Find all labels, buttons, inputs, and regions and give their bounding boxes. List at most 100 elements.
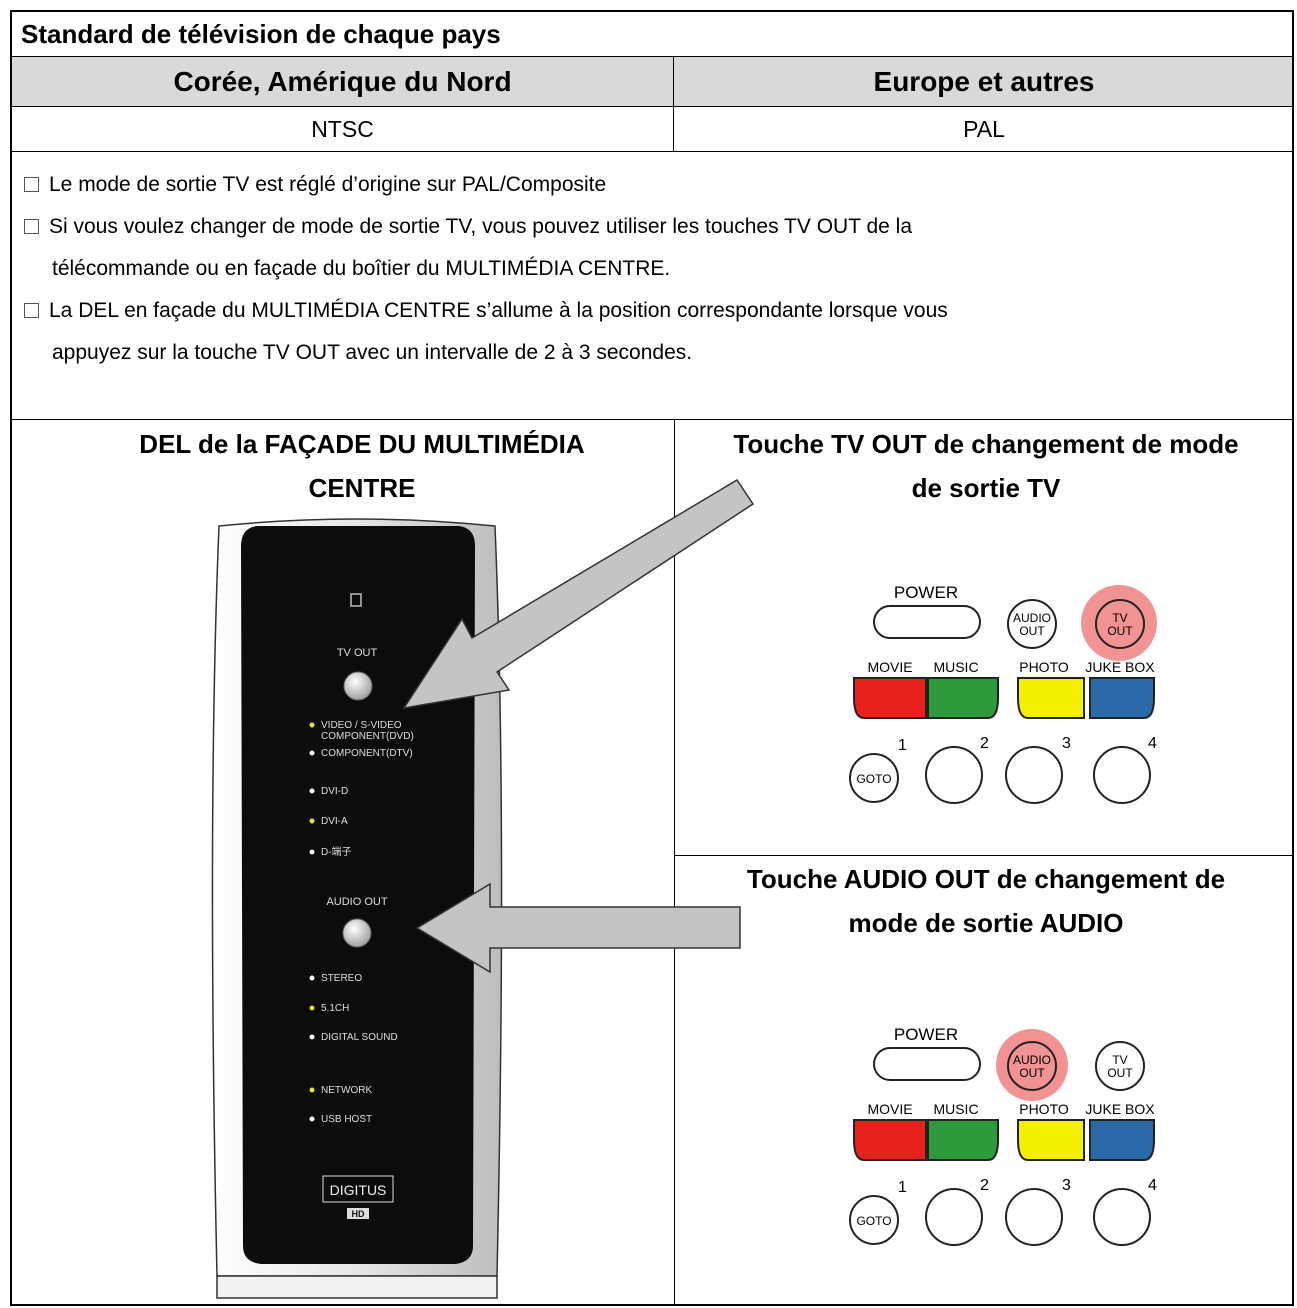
number-button[interactable]	[925, 1188, 983, 1246]
value-pal: PAL	[963, 116, 1005, 142]
power-button[interactable]	[873, 1047, 981, 1081]
diagram-section: DEL de la FAÇADE DU MULTIMÉDIA CENTRE To…	[12, 420, 1294, 1306]
led-label: DVI-A	[321, 816, 348, 827]
led-label: COMPONENT(DTV)	[321, 748, 413, 759]
svg-text:PHOTO: PHOTO	[1019, 659, 1069, 675]
tv-out-panel-button[interactable]	[343, 671, 373, 701]
svg-text:TV: TV	[1112, 1053, 1127, 1067]
tv-out-arrow-icon	[402, 478, 755, 710]
svg-text:4: 4	[1148, 735, 1157, 752]
svg-text:1: 1	[898, 737, 907, 754]
juke-box-button[interactable]	[1089, 677, 1155, 719]
table-title: Standard de télévision de chaque pays	[12, 12, 1292, 57]
led-label: DVI-D	[321, 786, 348, 797]
note-text-continued: appuyez sur la touche TV OUT avec un int…	[52, 341, 693, 364]
header-europe-others: Europe et autres	[873, 66, 1095, 97]
svg-text:OUT: OUT	[1019, 624, 1045, 638]
checkbox-bullet-icon	[24, 219, 39, 234]
checkbox-bullet-icon	[24, 177, 39, 192]
table-header-row: Corée, Amérique du Nord Europe et autres	[12, 57, 1292, 107]
svg-text:PHOTO: PHOTO	[1019, 1101, 1069, 1117]
audio-out-button[interactable]	[1007, 599, 1057, 649]
note-item: Le mode de sortie TV est réglé d’origine…	[24, 164, 1280, 206]
tv-out-button[interactable]	[1095, 1041, 1145, 1091]
note-text-continued: télécommande ou en façade du boîtier du …	[52, 257, 671, 280]
remote-control-tv-out: POWER AUDIO OUT TV OUT MOVIE MUSIC PHOTO…	[849, 583, 1157, 804]
number-button[interactable]	[1093, 1188, 1151, 1246]
remote-control-audio-out: POWER AUDIO OUT TV OUT MOVIE MUSIC PHOTO…	[849, 1025, 1157, 1246]
header-korea-north-america: Corée, Amérique du Nord	[12, 57, 674, 106]
table-value-row: NTSC PAL	[12, 107, 1292, 152]
note-text: Si vous voulez changer de mode de sortie…	[49, 215, 913, 238]
column-divider	[674, 420, 675, 1306]
svg-text:2: 2	[980, 1177, 989, 1194]
juke-box-button[interactable]	[1089, 1119, 1155, 1161]
audio-out-arrow-icon	[415, 882, 741, 974]
row-divider	[674, 855, 1294, 856]
svg-text:MUSIC: MUSIC	[933, 659, 978, 675]
notes-section: Le mode de sortie TV est réglé d’origine…	[12, 152, 1292, 420]
pointer-arrows	[402, 478, 755, 974]
svg-text:OUT: OUT	[1107, 1066, 1133, 1080]
audio-out-panel-button[interactable]	[342, 918, 372, 948]
svg-text:POWER: POWER	[894, 583, 958, 602]
svg-text:TV: TV	[1112, 611, 1127, 625]
note-text: Le mode de sortie TV est réglé d’origine…	[49, 173, 607, 196]
power-button[interactable]	[873, 605, 981, 639]
note-item: Si vous voulez changer de mode de sortie…	[24, 206, 1280, 290]
tv-out-key-heading: Touche TV OUT de changement de mode de s…	[733, 429, 1239, 503]
svg-text:AUDIO: AUDIO	[1013, 611, 1051, 625]
tv-out-panel-label: TV OUT	[337, 647, 378, 659]
svg-text:2: 2	[980, 735, 989, 752]
led-label: DIGITAL SOUND	[321, 1032, 398, 1043]
audio-out-key-heading: Touche AUDIO OUT de changement de mode d…	[746, 864, 1226, 938]
number-button[interactable]	[1005, 1188, 1063, 1246]
multimedia-centre-device: TV OUT VIDEO / S-VIDEO COMPONENT(DVD) CO…	[211, 518, 503, 1299]
svg-text:GOTO: GOTO	[856, 772, 891, 786]
number-button[interactable]	[925, 746, 983, 804]
photo-button[interactable]	[1017, 1119, 1085, 1161]
movie-button[interactable]	[853, 677, 927, 719]
tv-out-button[interactable]	[1095, 599, 1145, 649]
hd-badge: HD	[352, 1209, 365, 1219]
value-ntsc: NTSC	[12, 107, 674, 151]
note-item: La DEL en façade du MULTIMÉDIA CENTRE s’…	[24, 290, 1280, 374]
checkbox-bullet-icon	[24, 303, 39, 318]
music-button[interactable]	[927, 1119, 999, 1161]
led-label: STEREO	[321, 973, 362, 984]
movie-button[interactable]	[853, 1119, 927, 1161]
goto-button[interactable]	[849, 753, 899, 803]
svg-text:3: 3	[1062, 735, 1071, 752]
svg-text:1: 1	[898, 1179, 907, 1196]
svg-text:GOTO: GOTO	[856, 1214, 891, 1228]
svg-text:JUKE BOX: JUKE BOX	[1085, 1101, 1155, 1117]
number-button[interactable]	[1005, 746, 1063, 804]
svg-text:MOVIE: MOVIE	[867, 1101, 912, 1117]
photo-button[interactable]	[1017, 677, 1085, 719]
led-label: COMPONENT(DVD)	[321, 731, 414, 742]
svg-text:AUDIO: AUDIO	[1013, 1053, 1051, 1067]
svg-text:JUKE BOX: JUKE BOX	[1085, 659, 1155, 675]
music-button[interactable]	[927, 677, 999, 719]
tv-standard-table: Standard de télévision de chaque pays Co…	[10, 10, 1294, 1306]
led-label: 5.1CH	[321, 1003, 349, 1014]
front-panel-heading: DEL de la FAÇADE DU MULTIMÉDIA CENTRE	[139, 429, 585, 503]
brand-logo: DIGITUS	[330, 1182, 387, 1198]
svg-text:3: 3	[1062, 1177, 1071, 1194]
svg-text:MOVIE: MOVIE	[867, 659, 912, 675]
led-label: D-端子	[321, 845, 352, 858]
note-text: La DEL en façade du MULTIMÉDIA CENTRE s’…	[49, 299, 948, 322]
svg-text:MUSIC: MUSIC	[933, 1101, 978, 1117]
led-label: NETWORK	[321, 1085, 372, 1096]
led-label: VIDEO / S-VIDEO	[321, 720, 402, 731]
svg-text:POWER: POWER	[894, 1025, 958, 1044]
svg-text:OUT: OUT	[1019, 1066, 1045, 1080]
svg-text:OUT: OUT	[1107, 624, 1133, 638]
led-label: USB HOST	[321, 1114, 372, 1125]
svg-text:4: 4	[1148, 1177, 1157, 1194]
audio-out-button[interactable]	[1007, 1041, 1057, 1091]
goto-button[interactable]	[849, 1195, 899, 1245]
number-button[interactable]	[1093, 746, 1151, 804]
audio-out-panel-label: AUDIO OUT	[326, 896, 387, 908]
